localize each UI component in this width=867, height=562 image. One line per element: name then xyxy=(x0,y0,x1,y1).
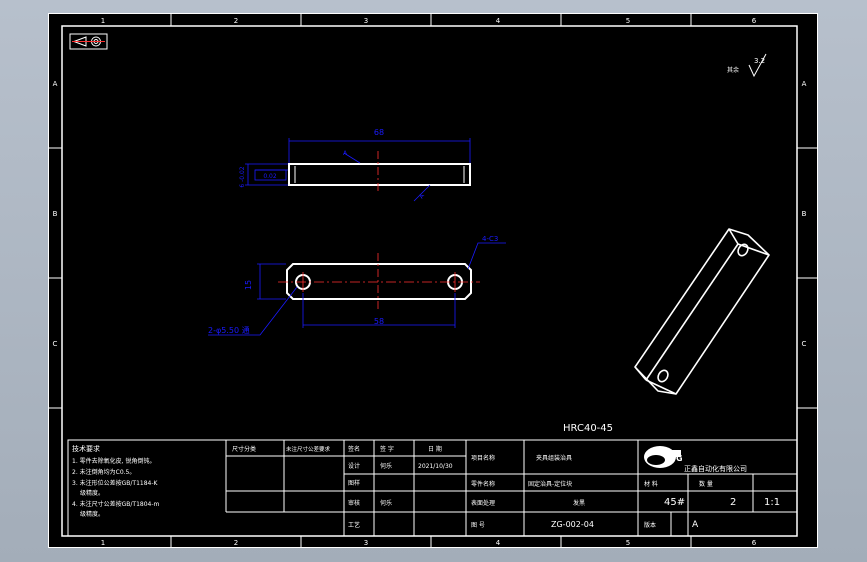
tech-line-4: 级精度。 xyxy=(80,489,104,497)
zone-bottom-1: 1 xyxy=(101,539,105,547)
surface-finish: 发黑 xyxy=(573,499,585,507)
dim-length: 68 xyxy=(374,128,384,137)
designer-name: 何乐 xyxy=(380,462,392,470)
isometric-view xyxy=(634,228,770,395)
label-part-name: 零件名称 xyxy=(471,480,495,488)
dim-tolerance: 0.02 xyxy=(263,173,277,180)
dim-chamfer: 4-C3 xyxy=(482,235,498,243)
dim-thickness: 6 -0.02 xyxy=(239,166,246,187)
zone-bottom-4: 4 xyxy=(496,539,501,547)
dim-hole: 2-φ5.50 通 xyxy=(208,325,250,335)
qty-value: 2 xyxy=(730,497,736,508)
zone-right-c: C xyxy=(802,340,807,348)
row-process: 工艺 xyxy=(348,521,360,529)
front-view: 68 6 -0.02 0.02 A A xyxy=(239,128,471,202)
projection-symbol-icon xyxy=(69,33,108,50)
row-drawing: 图样 xyxy=(348,479,360,487)
zone-left-b: B xyxy=(53,210,58,218)
drawing-sheet[interactable]: 1 2 3 4 5 6 1 2 3 4 5 6 A B C A B C xyxy=(48,13,818,548)
material-value: 45# xyxy=(664,497,685,508)
label-version: 版本 xyxy=(644,521,656,529)
scale-value: 1:1 xyxy=(764,497,780,508)
part-name: 固定治具-定位块 xyxy=(528,480,572,488)
zone-top-4: 4 xyxy=(496,17,501,25)
drawing-canvas: 1 2 3 4 5 6 1 2 3 4 5 6 A B C A B C xyxy=(48,13,818,548)
zone-top-2: 2 xyxy=(234,17,238,25)
roughness-symbol: 其余 3.2 xyxy=(727,53,767,78)
label-drawing-no: 图 号 xyxy=(471,522,485,529)
tech-line-3: 3. 未注形位公差按GB/T1184-K xyxy=(72,479,159,487)
roughness-value: 3.2 xyxy=(754,57,765,65)
zone-bottom-2: 2 xyxy=(234,539,238,547)
inner-frame xyxy=(61,25,798,537)
zone-top-3: 3 xyxy=(364,17,368,25)
col-size-category: 尺寸分类 xyxy=(232,445,256,453)
zone-ticks xyxy=(48,13,818,548)
zone-left-c: C xyxy=(53,340,58,348)
tech-line-6: 级精度。 xyxy=(80,510,104,518)
dim-height: 15 xyxy=(244,280,253,290)
label-surface: 表面处理 xyxy=(471,499,495,507)
row-review: 审核 xyxy=(348,499,360,507)
sheet-border xyxy=(48,13,818,548)
tech-line-5: 4. 未注尺寸公差按GB/T1804-m xyxy=(72,500,160,508)
project-name: 夹具组装治具 xyxy=(536,454,572,462)
svg-text:G: G xyxy=(676,454,683,463)
company-logo-icon: G xyxy=(644,446,683,468)
label-material: 材 料 xyxy=(644,480,658,488)
reviewer-name: 何乐 xyxy=(380,499,392,507)
leader-b: A xyxy=(418,192,427,200)
front-view-body xyxy=(288,163,471,186)
version-value: A xyxy=(692,520,699,530)
zone-right-a: A xyxy=(802,80,807,88)
zone-bottom-3: 3 xyxy=(364,539,368,547)
design-date: 2021/10/30 xyxy=(418,463,453,470)
leader-a: A xyxy=(343,150,348,157)
tolerance-frame xyxy=(254,169,287,181)
tech-line-1: 1. 零件去除氧化皮, 锐角倒钝。 xyxy=(72,457,155,465)
label-project: 项目名称 xyxy=(471,454,495,462)
col-size-tolerance: 未注尺寸公差要求 xyxy=(286,445,331,453)
zone-top-1: 1 xyxy=(101,17,105,25)
dim-hole-spacing: 58 xyxy=(374,317,384,326)
zone-bottom-5: 5 xyxy=(626,539,630,547)
row-design: 设计 xyxy=(348,462,360,470)
roughness-prefix: 其余 xyxy=(727,66,739,74)
col-date: 日 期 xyxy=(428,445,442,453)
roughness-check-icon xyxy=(748,53,767,78)
drawing-number: ZG-002-04 xyxy=(551,520,594,529)
zone-top-5: 5 xyxy=(626,17,630,25)
top-view: 15 58 2-φ5.50 通 4-C3 xyxy=(208,235,506,336)
col-signature: 签 字 xyxy=(380,445,394,453)
zone-left-a: A xyxy=(53,80,58,88)
hardness-note: HRC40-45 xyxy=(563,423,613,434)
row-sign: 签名 xyxy=(348,445,360,453)
zone-right-b: B xyxy=(802,210,807,218)
label-qty: 数 量 xyxy=(699,480,713,488)
tech-title: 技术要求 xyxy=(72,444,100,453)
zone-top-6: 6 xyxy=(752,17,757,25)
title-block-grid xyxy=(67,439,798,537)
company-name: 正鑫自动化有限公司 xyxy=(684,464,747,473)
tech-line-2: 2. 未注倒角均为C0.5。 xyxy=(72,468,135,476)
zone-bottom-6: 6 xyxy=(752,539,757,547)
top-view-body xyxy=(286,263,472,300)
